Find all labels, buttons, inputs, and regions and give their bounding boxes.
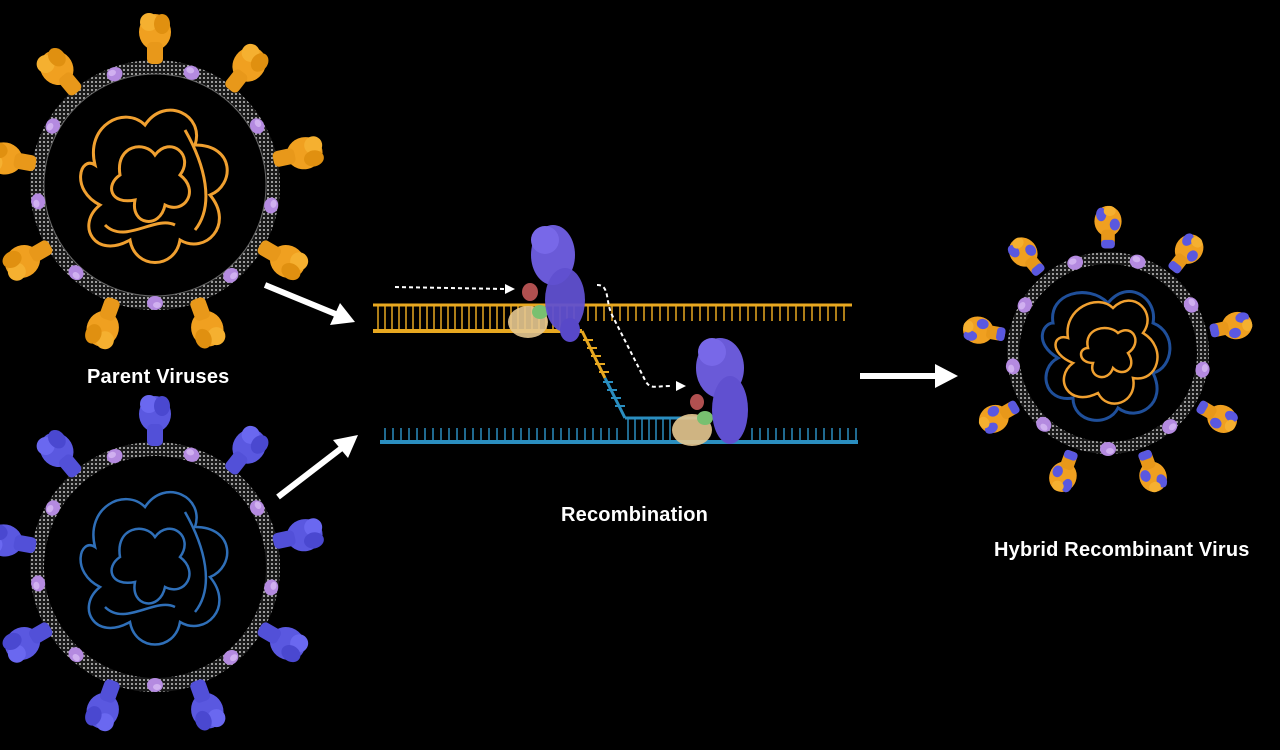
arrow-parent-blue-to-recombination — [276, 435, 358, 500]
arrow-recombination-to-hybrid — [860, 364, 958, 388]
parent-virus-orange — [0, 13, 327, 353]
recombination-illustration — [373, 225, 858, 446]
recombination-label: Recombination — [561, 504, 709, 526]
polymerase-enzyme-1 — [508, 225, 585, 342]
polymerase-enzyme-2 — [672, 338, 748, 446]
parent-viruses-label: Parent Viruses — [87, 366, 230, 388]
hybrid-virus-label: Hybrid Recombinant Virus — [994, 539, 1250, 561]
parent-virus-blue — [0, 395, 327, 735]
hybrid-recombinant-virus — [960, 205, 1255, 496]
arrow-parent-orange-to-recombination — [263, 282, 355, 325]
